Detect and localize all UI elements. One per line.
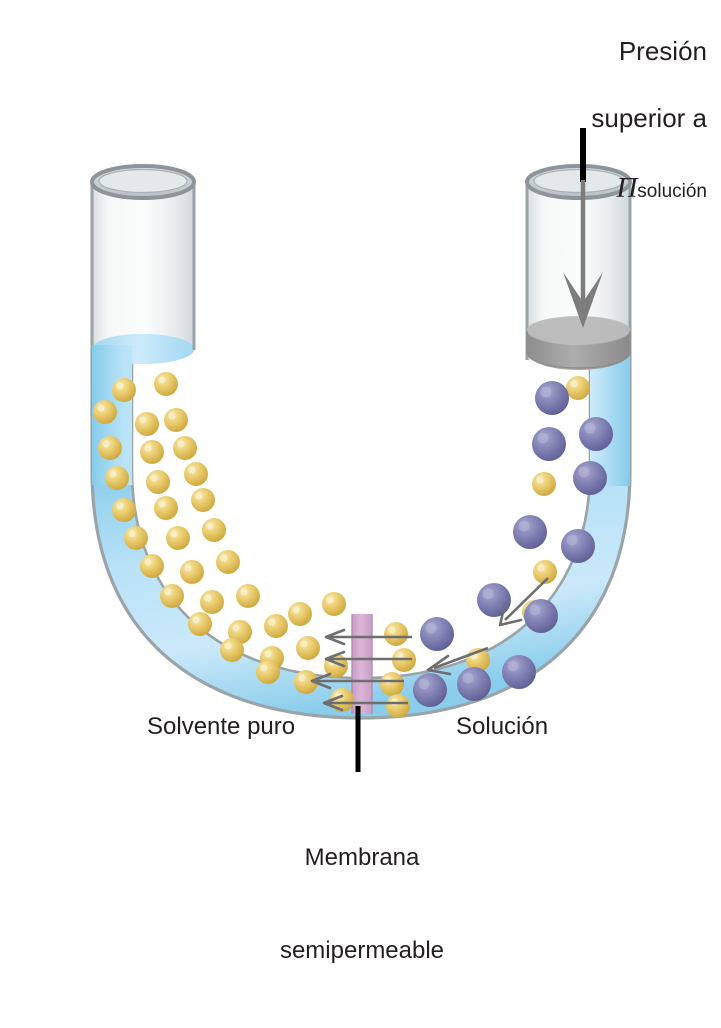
flow-arrow-2 [324, 650, 412, 668]
membrane-label-line2: semipermeable [279, 936, 445, 964]
solute-molecules [413, 381, 613, 707]
osmosis-diagram: Presión superior a Πsolución Solvente pu… [90, 2, 707, 964]
diffusion-arrow-2 [426, 646, 489, 676]
flow-arrow-1 [324, 628, 412, 646]
solution-label: Solución [456, 713, 549, 740]
pressure-piston [526, 316, 631, 370]
pressure-label: Presión superior a Πsolución [562, 2, 707, 274]
flow-arrow-3 [310, 672, 404, 690]
diffusion-arrow-1 [498, 577, 549, 627]
pi-symbol: Π [616, 172, 638, 205]
pure-solvent-label: Solvente puro [147, 713, 296, 740]
pi-subscript: solución [637, 181, 707, 203]
pressure-arrow [563, 128, 603, 328]
membrane-label: Membrana semipermeable [272, 782, 452, 1028]
flow-arrows [310, 577, 549, 712]
pressure-label-line1: Presión [618, 36, 707, 67]
membrane-label-line1: Membrana [304, 844, 420, 872]
pressure-label-pi-row: Πsolución [562, 170, 707, 207]
u-tube-illustration [90, 128, 632, 772]
semipermeable-membrane [351, 614, 373, 714]
flow-arrow-4 [322, 694, 408, 712]
solvent-molecules [93, 372, 590, 718]
pressure-label-line2: superior a [591, 102, 707, 133]
